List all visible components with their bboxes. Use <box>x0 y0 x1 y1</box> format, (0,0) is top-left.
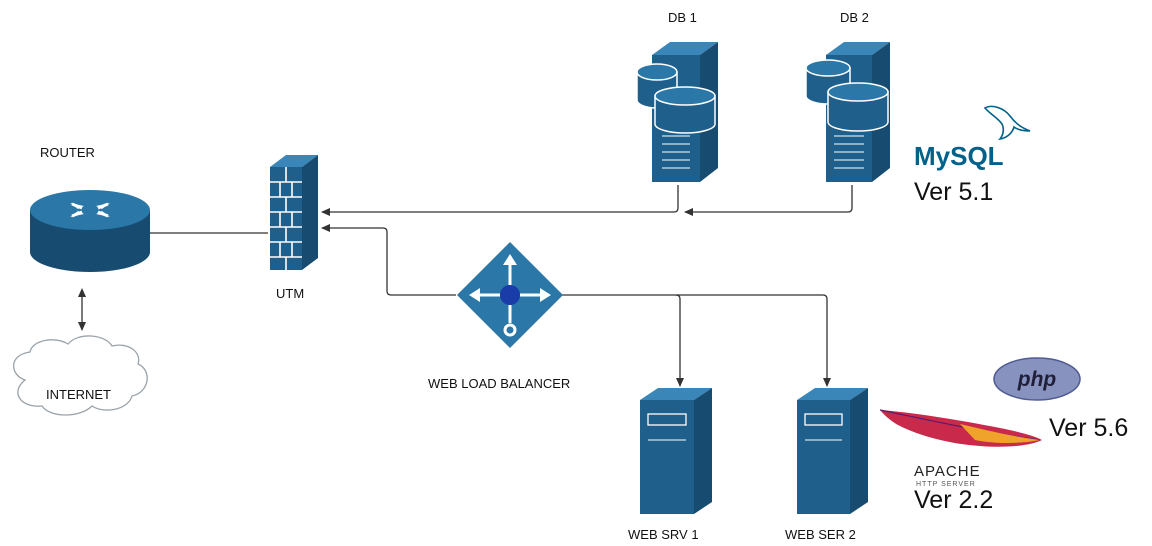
apache-logo: APACHE HTTP SERVER <box>879 409 1042 488</box>
web1-label: WEB SRV 1 <box>628 527 699 542</box>
connections <box>78 185 853 387</box>
web1-server-icon[interactable] <box>640 388 712 514</box>
php-version: Ver 5.6 <box>1049 414 1128 442</box>
mysql-logo: MySQL <box>914 105 1031 171</box>
php-logo: php <box>993 357 1081 401</box>
internet-cloud-icon[interactable] <box>12 335 148 416</box>
apache-version: Ver 2.2 <box>914 486 993 514</box>
utm-label: UTM <box>276 286 304 301</box>
lb-utm-link <box>321 224 456 296</box>
apache-logo-text: APACHE <box>914 463 981 480</box>
load-balancer-icon[interactable] <box>457 242 563 348</box>
web2-label: WEB SER 2 <box>785 527 856 542</box>
mysql-version: Ver 5.1 <box>914 178 993 206</box>
db2-disk-stack <box>805 59 889 132</box>
db2-label: DB 2 <box>840 10 869 25</box>
utm-firewall-icon[interactable] <box>270 155 318 270</box>
db1-server-icon[interactable] <box>636 42 718 182</box>
router-label: ROUTER <box>40 145 95 160</box>
load-balancer-label: WEB LOAD BALANCER <box>428 376 570 391</box>
lb-web1-link <box>562 294 684 387</box>
lb-web2-link <box>676 294 831 387</box>
db1-disk-stack <box>636 63 716 134</box>
php-logo-text: php <box>1017 368 1057 391</box>
db2-server-icon[interactable] <box>805 42 890 182</box>
internet-label: INTERNET <box>46 387 111 402</box>
db1-label: DB 1 <box>668 10 697 25</box>
mysql-logo-text: MySQL <box>914 141 1004 171</box>
mysql-dolphin-icon <box>983 105 1031 141</box>
web2-server-icon[interactable] <box>797 388 868 514</box>
apache-logo-subtext: HTTP SERVER <box>916 481 976 488</box>
router-icon[interactable] <box>30 190 150 272</box>
db2-utm-link <box>684 185 853 216</box>
db1-utm-link <box>321 185 679 216</box>
